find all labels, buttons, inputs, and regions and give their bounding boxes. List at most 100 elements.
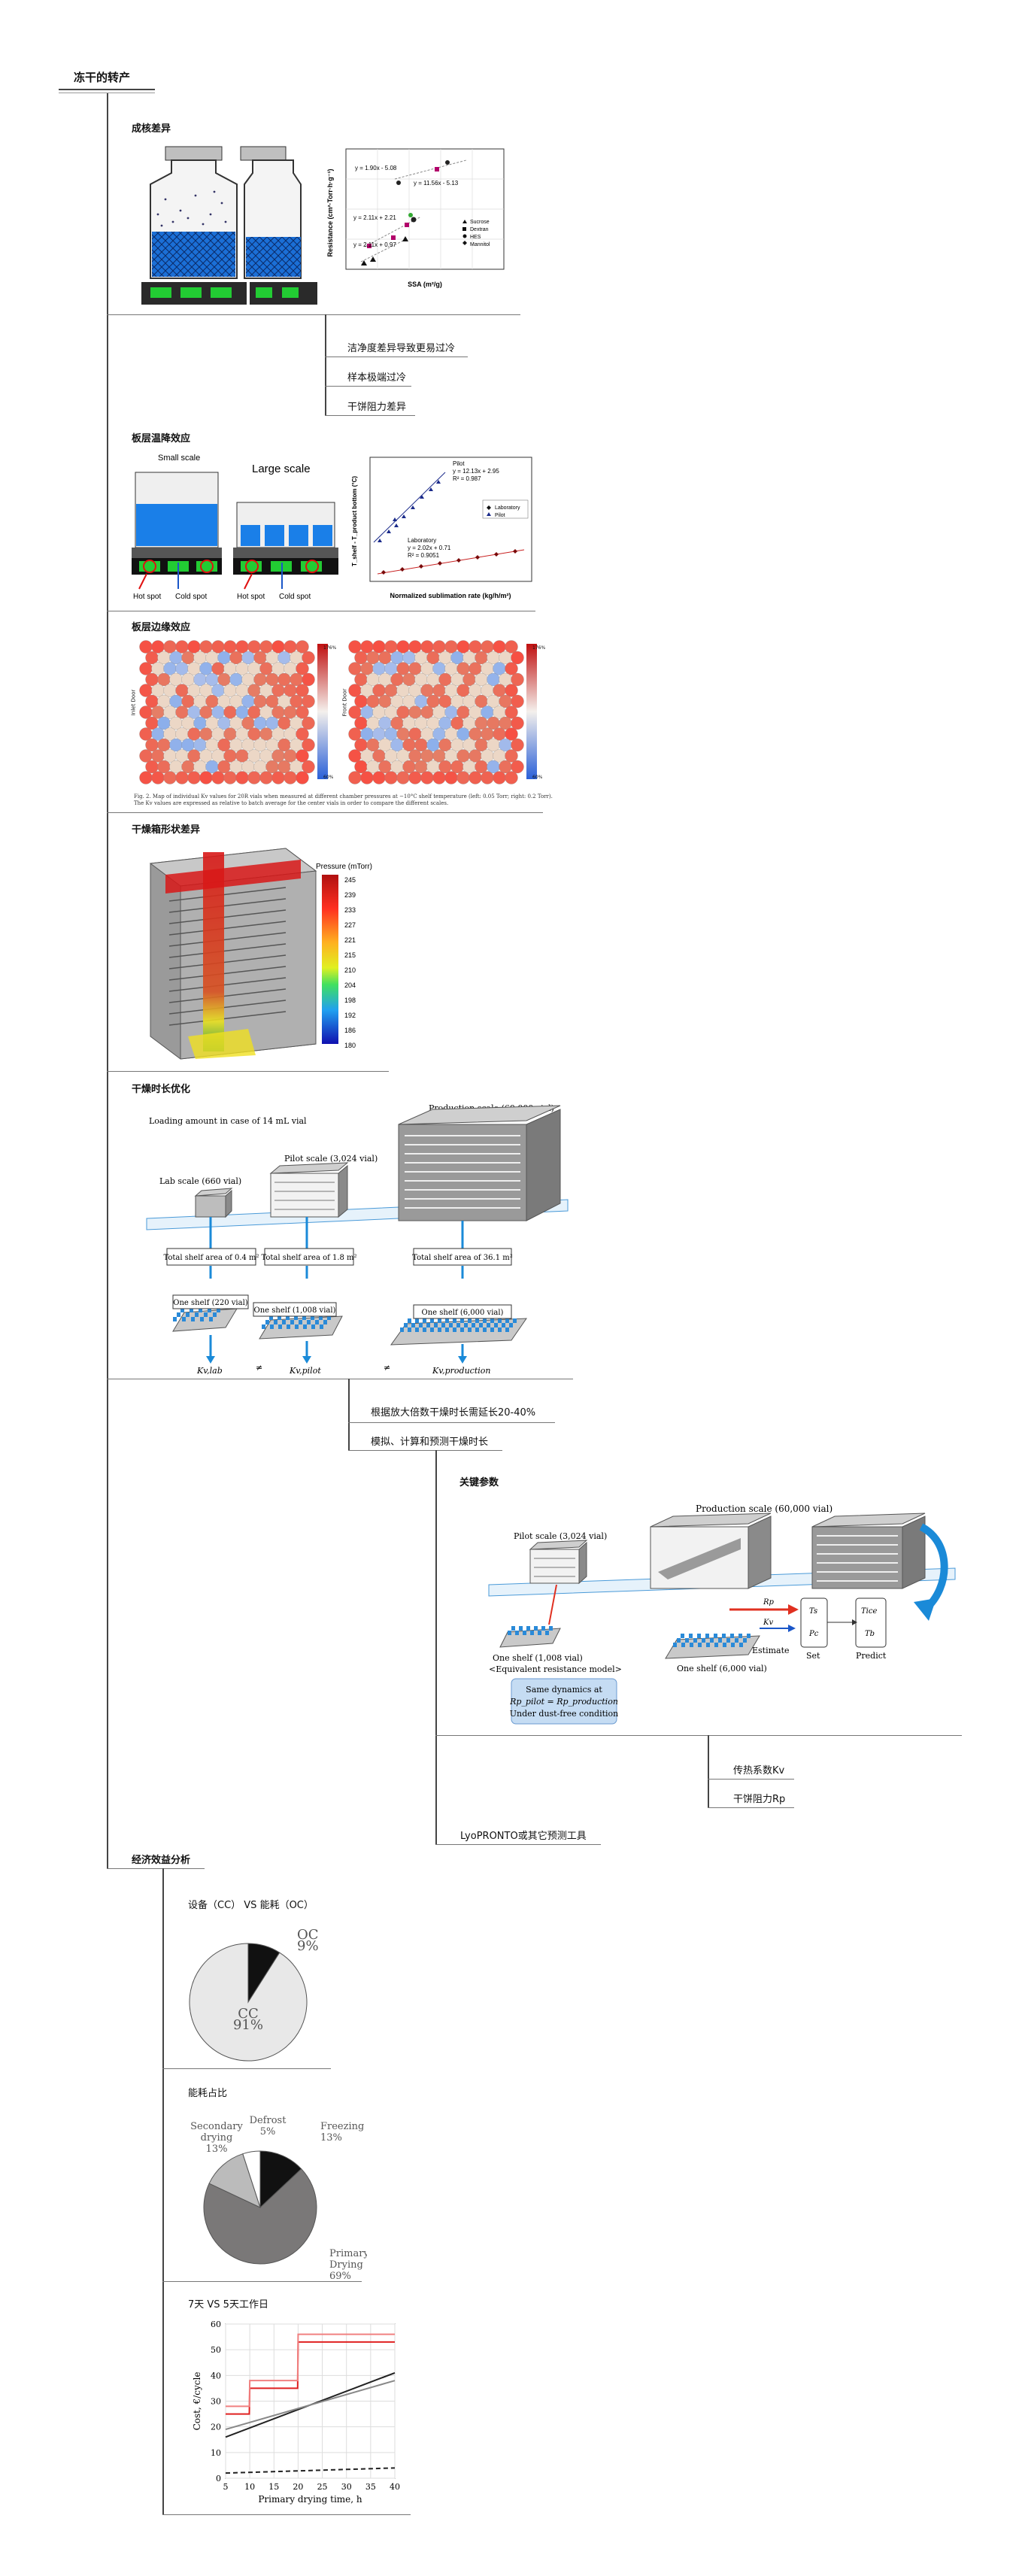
section-title-chamber: 干燥箱形状差异 bbox=[132, 824, 201, 836]
vial-cell bbox=[426, 760, 440, 774]
vial-cell bbox=[145, 651, 159, 665]
kp-predict: Predict bbox=[856, 1651, 887, 1661]
vial-mark bbox=[705, 1634, 709, 1638]
vial-cell bbox=[169, 738, 183, 752]
vial-cell bbox=[511, 716, 524, 730]
vial-cell bbox=[487, 672, 500, 687]
key-params-title: 关键参数 bbox=[459, 1477, 499, 1488]
vial-cell bbox=[444, 749, 458, 763]
vial-cell bbox=[487, 694, 500, 708]
vial-cell bbox=[302, 760, 315, 774]
vial-cell bbox=[450, 651, 464, 665]
vial-cell bbox=[366, 716, 380, 730]
x-tick-label: 30 bbox=[341, 2482, 352, 2492]
vial-cell bbox=[175, 771, 189, 784]
pie-slice-defrost bbox=[242, 2150, 261, 2208]
vial-mark bbox=[689, 1634, 693, 1638]
pressure-tick: 233 bbox=[344, 906, 356, 914]
vial-cell bbox=[444, 684, 458, 697]
vial-cell bbox=[271, 684, 285, 697]
vial-cell bbox=[199, 705, 213, 719]
vial-cell bbox=[151, 727, 165, 741]
vial-cell bbox=[378, 672, 392, 687]
vial-cell bbox=[384, 684, 398, 697]
kp-production: Production scale (60,000 vial) bbox=[696, 1503, 832, 1514]
vial-cell bbox=[265, 651, 279, 665]
vial-cell bbox=[420, 640, 434, 654]
x-tick-label: 40 bbox=[390, 2482, 400, 2492]
vial-mark bbox=[426, 1323, 430, 1327]
leaf-kv: 传热系数Kv bbox=[733, 1765, 785, 1776]
vial-cell bbox=[469, 771, 482, 784]
vial-cell bbox=[193, 651, 207, 665]
vial-cell bbox=[475, 716, 488, 730]
vial-cell bbox=[193, 738, 207, 752]
pilot-scale-label: Pilot scale (3,024 vial) bbox=[284, 1154, 378, 1164]
vial-cell bbox=[145, 760, 159, 774]
vial-mark bbox=[182, 1317, 186, 1321]
vial-cell bbox=[169, 672, 183, 687]
y-tick-label: 10 bbox=[211, 2448, 221, 2458]
vial-cell bbox=[432, 662, 446, 675]
vial-cell bbox=[175, 640, 189, 654]
leaf-supercooling: 样本极端过冷 bbox=[347, 372, 407, 384]
pie-value-label: 5% bbox=[260, 2126, 276, 2138]
vial-cell bbox=[511, 672, 524, 687]
vial-cell bbox=[426, 651, 440, 665]
x-tick-label: 5 bbox=[223, 2482, 229, 2492]
shelf-pilot: One shelf (1,008 vial) bbox=[254, 1306, 336, 1315]
section-title-shelf-edge: 板层边缘效应 bbox=[132, 622, 191, 633]
vial-cell bbox=[360, 662, 374, 675]
vial-cell bbox=[493, 705, 506, 719]
vial-cell bbox=[408, 684, 422, 697]
vial-cell bbox=[408, 771, 422, 784]
leaf-drying-extension: 根据放大倍数干燥时长需延长20-40% bbox=[371, 1407, 536, 1418]
vial-cell bbox=[296, 749, 309, 763]
pie-label: drying bbox=[201, 2132, 233, 2144]
vial-cell bbox=[511, 694, 524, 708]
vial-mark bbox=[307, 1320, 311, 1324]
vial-mark bbox=[449, 1323, 453, 1327]
leaf-line-6 bbox=[708, 1779, 794, 1780]
vial-cell bbox=[348, 640, 362, 654]
vial-cell bbox=[378, 738, 392, 752]
vial-mark bbox=[545, 1631, 549, 1635]
vial-cell bbox=[456, 771, 470, 784]
vial-mark bbox=[430, 1327, 434, 1332]
vial-cell bbox=[163, 684, 177, 697]
vial-cell bbox=[151, 684, 165, 697]
vial-mark bbox=[685, 1638, 689, 1643]
vial-cell bbox=[505, 684, 518, 697]
shelf-production: One shelf (6,000 vial) bbox=[422, 1309, 504, 1317]
vial-cell bbox=[181, 694, 195, 708]
energy-bottom bbox=[162, 2281, 362, 2282]
x-tick-label: 20 bbox=[293, 2482, 303, 2492]
vial-mark bbox=[697, 1634, 701, 1638]
vial-cell bbox=[259, 640, 273, 654]
root-title: 冻干的转产 bbox=[74, 71, 131, 84]
section-title-economics: 经济效益分析 bbox=[132, 1855, 191, 1866]
vial-cell bbox=[444, 640, 458, 654]
key-params-branch bbox=[435, 1450, 437, 1845]
loading-amount: Loading amount in case of 14 mL vial bbox=[149, 1116, 307, 1126]
vial-cell bbox=[187, 640, 201, 654]
kp-set: Set bbox=[806, 1651, 820, 1661]
vial-cell bbox=[241, 716, 255, 730]
vial-cell bbox=[259, 727, 273, 741]
vial-cell bbox=[456, 640, 470, 654]
vial-cell bbox=[223, 684, 237, 697]
vial-cell bbox=[265, 672, 279, 687]
vial-cell bbox=[229, 651, 243, 665]
vial-cell bbox=[456, 749, 470, 763]
energy-pie: Freezing13%PrimaryDrying69%Secondarydryi… bbox=[190, 2115, 367, 2282]
vial-cell bbox=[259, 662, 273, 675]
vial-cell bbox=[432, 684, 446, 697]
vial-mark bbox=[199, 1308, 202, 1312]
vial-cell bbox=[277, 738, 291, 752]
vial-cell bbox=[414, 716, 428, 730]
vial-mark bbox=[747, 1634, 751, 1638]
vial-mark bbox=[270, 1324, 274, 1329]
vial-cell bbox=[175, 749, 189, 763]
vial-cell bbox=[241, 738, 255, 752]
vial-cell bbox=[450, 672, 464, 687]
